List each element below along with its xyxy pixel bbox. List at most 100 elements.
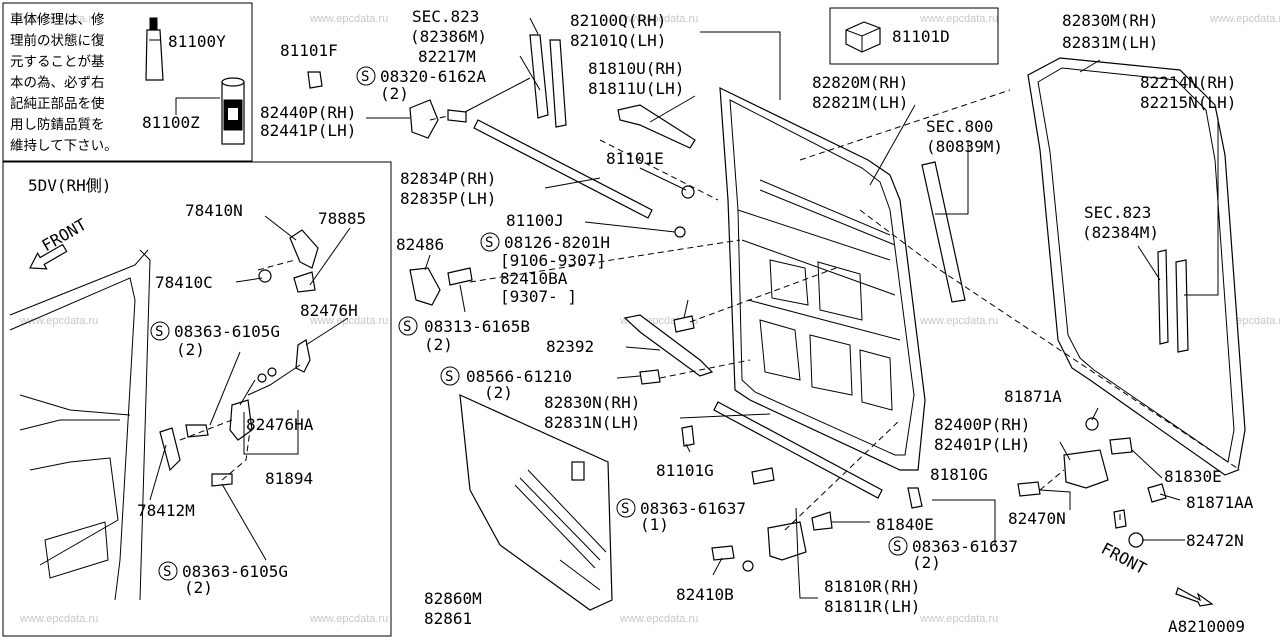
part-label-81840E: 81840E bbox=[876, 515, 934, 534]
part-label-81100J: 81100J bbox=[506, 211, 564, 230]
part-label-08566-61210: 08566-61210 bbox=[466, 367, 572, 386]
screw-symbol-icon: S bbox=[158, 561, 178, 581]
part-label-78412M: 78412M bbox=[137, 501, 195, 520]
part-label-82820M: 82820M(RH) bbox=[812, 73, 908, 92]
note-line: 元することが基 bbox=[10, 53, 105, 70]
part-label-82386M: (82386M) bbox=[410, 27, 487, 46]
watermark: www.epcdata.ru bbox=[309, 13, 388, 25]
part-label-81811R: 81811R(LH) bbox=[824, 597, 920, 616]
part-label-78410N: 78410N bbox=[185, 201, 243, 220]
part-label-08363-61637: 08363-61637 bbox=[912, 537, 1018, 556]
part-label-08363-61637: 08363-61637 bbox=[640, 499, 746, 518]
watermark: www.epcdata.ru bbox=[619, 613, 698, 625]
watermark: www.epcdata.ru bbox=[309, 613, 388, 625]
part-label-82835P: 82835P(LH) bbox=[400, 189, 496, 208]
part-label-82400P: 82400P(RH) bbox=[934, 415, 1030, 434]
repair-note-box: 車体修理は、修 理前の状態に復 元することが基 本の為、必ず右 記純正部品を使 … bbox=[2, 2, 253, 162]
watermark: www.epcdata.ru bbox=[919, 315, 998, 327]
part-label-82217M: 82217M bbox=[418, 47, 476, 66]
part-label-82401P: 82401P(LH) bbox=[934, 435, 1030, 454]
part-label-82821M: 82821M(LH) bbox=[812, 93, 908, 112]
part-label-08126-8201H: 08126-8201H bbox=[504, 233, 610, 252]
svg-text:S: S bbox=[621, 501, 629, 517]
part-label-82392: 82392 bbox=[546, 337, 594, 356]
part-label-82472N: 82472N bbox=[1186, 531, 1244, 550]
svg-text:S: S bbox=[445, 369, 453, 385]
part-label-08363-6105G: 08363-6105G bbox=[182, 562, 288, 581]
watermark: www.epcdata.ru bbox=[19, 13, 98, 25]
sealant-tube-icon bbox=[145, 17, 164, 81]
screw-symbol-icon: S bbox=[888, 536, 908, 556]
watermark: www.epcdata.ru bbox=[619, 13, 698, 25]
watermark: www.epcdata.ru bbox=[1209, 13, 1280, 25]
section-label-823: SEC.823 bbox=[412, 7, 479, 26]
screw-symbol-icon: S bbox=[356, 66, 376, 86]
part-label-81811U: 81811U(LH) bbox=[588, 79, 684, 98]
part-label-81810U: 81810U(RH) bbox=[588, 59, 684, 78]
part-label-82101Q: 82101Q(LH) bbox=[570, 31, 666, 50]
part-label-82441P: 82441P(LH) bbox=[260, 121, 356, 140]
part-label-82470N: 82470N bbox=[1008, 509, 1066, 528]
front-label: FRONT bbox=[1098, 539, 1150, 579]
part-label-78410C: 78410C bbox=[155, 273, 213, 292]
note-line: 車体修理は、修 bbox=[10, 12, 105, 28]
quantity-label: (2) bbox=[176, 340, 205, 359]
part-label-82831N: 82831N(LH) bbox=[544, 413, 640, 432]
part-label-82860M: 82860M bbox=[424, 589, 482, 608]
section-label-800: SEC.800 bbox=[926, 117, 993, 136]
part-label-82830M: 82830M(RH) bbox=[1062, 11, 1158, 30]
front-arrow-icon bbox=[29, 243, 68, 270]
quantity-label: (2) bbox=[184, 578, 213, 597]
watermark: www.epcdata.ru bbox=[309, 315, 388, 327]
part-label-82834P: 82834P(RH) bbox=[400, 169, 496, 188]
quantity-label: (2) bbox=[912, 553, 941, 572]
part-label-82486: 82486 bbox=[396, 235, 444, 254]
svg-text:S: S bbox=[163, 564, 171, 580]
part-label-82215N: 82215N(LH) bbox=[1140, 93, 1236, 112]
quantity-label: (2) bbox=[484, 383, 513, 402]
part-label-81101D: 81101D bbox=[892, 27, 950, 46]
part-label-82861: 82861 bbox=[424, 609, 472, 628]
part-label-82410BA: 82410BA bbox=[500, 269, 568, 288]
part-label-80839M: (80839M) bbox=[926, 137, 1003, 156]
part-label-08313-6165B: 08313-6165B bbox=[424, 317, 530, 336]
part-label-78885: 78885 bbox=[318, 209, 366, 228]
part-label-82440P: 82440P(RH) bbox=[260, 103, 356, 122]
part-label-81810R: 81810R(RH) bbox=[824, 577, 920, 596]
part-label-82384M: (82384M) bbox=[1082, 223, 1159, 242]
spray-can-icon bbox=[221, 77, 245, 145]
front-arrow-icon bbox=[1175, 587, 1214, 607]
svg-text:S: S bbox=[485, 235, 493, 251]
part-label-82476HA: 82476HA bbox=[246, 415, 314, 434]
watermark: www.epcdata.ru bbox=[919, 13, 998, 25]
part-label-81101E: 81101E bbox=[606, 149, 664, 168]
screw-symbol-icon: S bbox=[480, 232, 500, 252]
part-label-81871AA: 81871AA bbox=[1186, 493, 1254, 512]
note-line: 用し防錆品質を bbox=[10, 116, 105, 133]
watermark: www.epcdata.ru bbox=[919, 613, 998, 625]
svg-text:S: S bbox=[893, 539, 901, 555]
screw-symbol-icon: S bbox=[440, 366, 460, 386]
svg-text:S: S bbox=[155, 324, 163, 340]
drawing-id: A8210009 bbox=[1168, 617, 1245, 636]
watermark: www.epcdata.ru bbox=[19, 613, 98, 625]
part-label-82100Q: 82100Q(RH) bbox=[570, 11, 666, 30]
inset-5dv-rh: 5DV(RH側) FRONT bbox=[2, 161, 392, 637]
part-label-82830N: 82830N(RH) bbox=[544, 393, 640, 412]
note-line: 記純正部品を使 bbox=[10, 95, 105, 112]
watermarks: www.epcdata.ru www.epcdata.ru www.epcdat… bbox=[19, 13, 1280, 625]
section-label-823b: SEC.823 bbox=[1084, 203, 1151, 222]
part-label-82214N: 82214N(RH) bbox=[1140, 73, 1236, 92]
part-label-08363-6105G: 08363-6105G bbox=[174, 322, 280, 341]
part-label-81101G: 81101G bbox=[656, 461, 714, 480]
part-label-81871A: 81871A bbox=[1004, 387, 1062, 406]
svg-text:S: S bbox=[361, 69, 369, 85]
part-label-81100Z: 81100Z bbox=[142, 113, 200, 132]
main-door-assembly: FRONT S S S S S S 81101F SEC.823 (82386M… bbox=[260, 7, 1254, 628]
quantity-label: (2) bbox=[380, 84, 409, 103]
part-label-81101F: 81101F bbox=[280, 41, 338, 60]
inset-title: 5DV(RH側) bbox=[28, 176, 111, 195]
screw-symbol-icon: S bbox=[398, 316, 418, 336]
screw-symbol-icon: S bbox=[616, 498, 636, 518]
